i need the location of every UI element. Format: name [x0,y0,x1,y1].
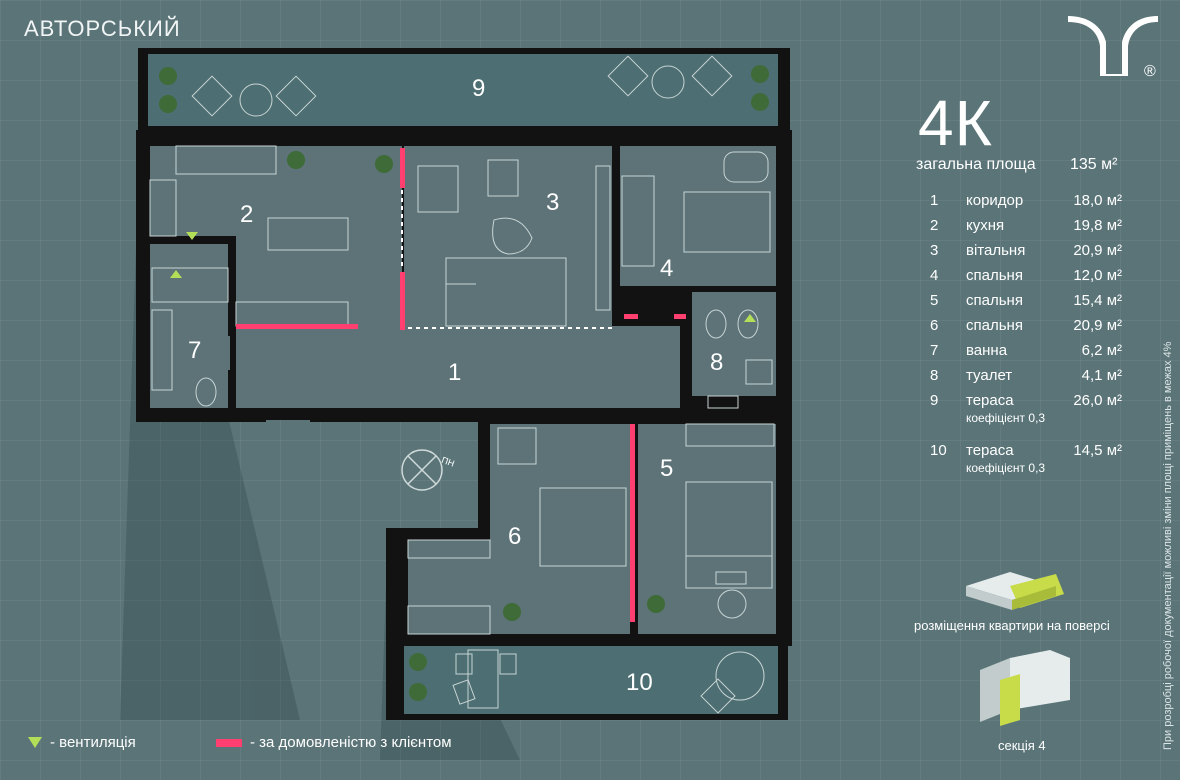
legend-optional-walls-text: - за домовленістю з клієнтом [250,734,452,751]
total-area-label: загальна площа [916,156,1036,173]
plan-label-4: 4 [660,255,673,282]
area-change-note: При розробці робочої документації можлив… [1162,341,1174,750]
plan-label-6: 6 [508,523,521,550]
room-8-floor [690,290,776,396]
legend-ventilation: - вентиляція [28,734,136,751]
plan-label-1: 1 [448,359,461,386]
room-7-floor [150,244,230,408]
plan-label-5: 5 [660,455,673,482]
room-1-floor [236,326,680,408]
floor-location-icon [966,572,1064,610]
terrace-9 [148,54,778,126]
plan-label-3: 3 [546,189,559,216]
section-label: секція 4 [998,738,1046,753]
optional-wall-marker-icon [216,738,242,747]
apartment-type: 4К [918,87,993,159]
plan-label-9: 9 [472,75,485,102]
registered-mark: ® [1144,63,1156,80]
total-area-value: 135 м² [1070,156,1118,173]
ventilation-marker-icon [28,737,42,748]
floor-plan: 1 2 3 4 5 6 7 8 9 10 ПН [120,48,792,760]
terrace-10 [404,642,778,714]
room-4-floor [620,146,776,286]
optional-walls [236,148,686,622]
page-title: АВТОРСЬКИЙ [24,16,181,41]
plan-label-2: 2 [240,201,253,228]
legend-ventilation-text: - вентиляція [50,734,136,751]
section-location-icon [980,650,1070,726]
compass-north-label: ПН [440,455,456,469]
plan-label-8: 8 [710,349,723,376]
floor-location-label: розміщення квартири на поверсі [914,618,1110,633]
room-6-floor-b [408,540,630,634]
legend-optional-walls: - за домовленістю з клієнтом [216,734,452,751]
compass-icon [401,449,443,491]
plan-label-7: 7 [188,337,201,364]
plan-label-10: 10 [626,669,653,696]
brand-logo-icon: ® [1068,16,1158,80]
room-3-floor [404,146,612,328]
